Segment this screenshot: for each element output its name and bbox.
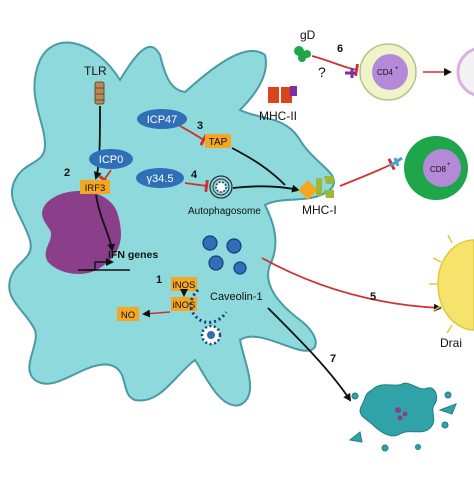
inos-to-no-arrow xyxy=(142,309,171,318)
gamma345-oval xyxy=(136,168,184,188)
icp47-inhibition xyxy=(179,125,208,146)
tlr-to-irf3-arrow xyxy=(93,105,102,180)
draining-node-cell xyxy=(429,234,474,334)
virus-particles xyxy=(202,235,247,275)
no-label: NO xyxy=(121,310,135,321)
tlr-receptor xyxy=(94,81,105,105)
caveolin-dotted-path xyxy=(189,288,228,324)
inos-top-box xyxy=(171,277,197,291)
icp0-label: ICP0 xyxy=(99,154,123,166)
caveolin-vesicle xyxy=(200,324,222,346)
cd4-sup: + xyxy=(395,66,399,72)
inos-top-label: iNOS xyxy=(173,280,196,291)
cd8-t-cell: CD8 + xyxy=(404,136,468,200)
autophagosome xyxy=(209,175,233,199)
cd4-partial-cell xyxy=(456,47,474,97)
caveolin-label: Caveolin-1 xyxy=(210,291,263,303)
cd8-sup: + xyxy=(447,162,451,168)
tlr-label: TLR xyxy=(84,64,107,78)
mhc1-complex xyxy=(298,176,334,200)
question-mark: ? xyxy=(318,64,326,80)
cd4-t-cell: CD4 + xyxy=(359,43,417,101)
autophagosome-label: Autophagosome xyxy=(188,206,261,217)
irf3-to-ifn-arrow xyxy=(95,194,116,252)
irf3-box xyxy=(80,180,110,194)
step-1: 1 xyxy=(156,274,162,286)
drain-label: Drai xyxy=(440,336,462,350)
cd8-label: CD8 xyxy=(430,165,447,174)
step-7: 7 xyxy=(330,353,336,365)
gamma345-label: γ34.5 xyxy=(147,173,174,185)
gd-virus-cluster xyxy=(294,46,311,62)
fragmented-cell-virus-dots xyxy=(395,407,408,421)
mhc2-complex xyxy=(268,86,297,103)
mhc1-inhibition xyxy=(339,158,396,187)
ifn-genes-label: IFN genes xyxy=(108,249,158,261)
mhc2-label: MHC-II xyxy=(259,109,297,123)
mhc1-label: MHC-I xyxy=(302,203,337,217)
step5-arrow xyxy=(261,257,442,312)
fragmented-cell xyxy=(348,382,457,452)
step-3: 3 xyxy=(197,120,203,132)
icp0-oval xyxy=(89,149,133,169)
dendritic-cell-body xyxy=(8,41,336,407)
step-6: 6 xyxy=(337,43,343,55)
no-box xyxy=(117,307,139,321)
step-5: 5 xyxy=(370,291,376,303)
tap-box xyxy=(205,134,231,148)
tap-to-mhc1-arrow xyxy=(231,147,286,186)
step7-arrow xyxy=(267,307,352,402)
gamma345-inhibition xyxy=(184,179,209,193)
icp47-label: ICP47 xyxy=(147,114,178,126)
icp0-inhibition xyxy=(98,169,112,185)
step-2: 2 xyxy=(64,167,70,179)
nucleus xyxy=(42,191,121,274)
gd-inhibition xyxy=(311,55,359,77)
cd4-tcr-receptor xyxy=(345,68,356,78)
inos-bottom-label: iNOS xyxy=(173,300,196,311)
inos-bottom-box xyxy=(171,297,197,311)
tap-label: TAP xyxy=(209,137,228,148)
cd8-tcr-receptor xyxy=(389,156,403,168)
gd-label: gD xyxy=(300,28,316,42)
irf3-label: IRF3 xyxy=(85,183,106,194)
icp47-oval xyxy=(137,109,187,129)
autophagosome-to-mhc1-arrow xyxy=(232,184,300,193)
cd4-label: CD4 xyxy=(377,68,394,77)
step-4: 4 xyxy=(191,169,198,181)
